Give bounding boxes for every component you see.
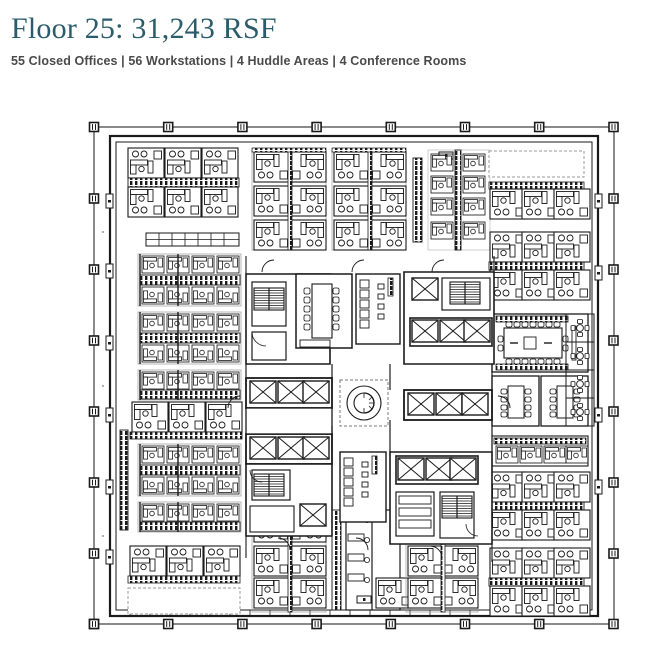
stair-sw — [253, 473, 285, 497]
page-title: Floor 25: 31,243 RSF — [11, 12, 277, 45]
zone-west-ws-5[interactable] — [137, 501, 242, 533]
zone-west-ws-3[interactable] — [137, 369, 242, 401]
misc-partitions — [245, 256, 495, 562]
west-shaft — [119, 429, 129, 531]
zone-west-ws-1[interactable] — [137, 253, 242, 307]
elevator-bank-west[interactable] — [245, 377, 333, 409]
zone-west-ws-4[interactable] — [137, 443, 242, 497]
zone-se-offices-1[interactable] — [488, 471, 591, 541]
stair-ne — [449, 281, 481, 305]
zone-east-boardroom[interactable] — [491, 313, 589, 373]
zone-nw-bench[interactable] — [145, 232, 240, 247]
page-subtitle-stats: 55 Closed Offices | 56 Workstations | 4 … — [11, 54, 467, 68]
stair-nw — [253, 287, 285, 311]
elevator-bank-east[interactable] — [403, 389, 493, 421]
zone-north-ws-a[interactable] — [251, 147, 327, 251]
zone-west-ws-2[interactable] — [137, 311, 242, 365]
zone-north-ws-b[interactable] — [331, 147, 407, 251]
zone-south-rooms[interactable] — [331, 509, 413, 611]
elevator-ne-1 — [411, 277, 439, 301]
core-se-block — [389, 451, 493, 545]
elevator-sw — [299, 503, 327, 527]
zone-nw-offices[interactable] — [127, 147, 240, 218]
core-door-swings — [227, 259, 511, 559]
wall-tag-south-2 — [356, 595, 372, 604]
zone-east-conf-b[interactable] — [540, 375, 589, 427]
north-shaft — [412, 157, 423, 243]
elevator-bank-se — [395, 455, 479, 485]
elevator-bank-ne-lower — [409, 317, 493, 347]
floor-plan-svg[interactable] — [0, 96, 671, 662]
core-service-zone[interactable] — [227, 259, 511, 559]
page-header: Floor 25: 31,243 RSF 55 Closed Offices |… — [0, 0, 671, 96]
core-ne-block — [403, 271, 495, 365]
south-shaft — [331, 509, 342, 611]
zone-sw-open-area[interactable] — [127, 587, 241, 615]
circular-stair-feature[interactable] — [339, 379, 389, 427]
core-restroom-north[interactable] — [355, 273, 401, 345]
floor-plan-drawing[interactable] — [0, 96, 671, 662]
zone-se-offices-2[interactable] — [488, 547, 591, 617]
stair-se — [441, 495, 473, 519]
zone-west-offices-mid[interactable] — [129, 401, 243, 440]
core-restroom-south[interactable] — [339, 451, 387, 523]
zone-ne-open-area[interactable] — [488, 150, 585, 178]
structural-grid — [88, 121, 619, 630]
zone-east-conf-a[interactable] — [491, 375, 540, 427]
zone-east-huddles[interactable] — [565, 313, 595, 427]
elevator-bank-west-lower[interactable] — [245, 433, 333, 465]
zone-ne-offices-1[interactable] — [488, 181, 591, 220]
zone-ne-offices-2[interactable] — [488, 231, 591, 301]
core-corridors — [245, 364, 493, 452]
zone-sw-offices[interactable] — [127, 545, 241, 584]
core-sw-block — [245, 463, 333, 537]
core-conference-room[interactable] — [295, 273, 353, 349]
